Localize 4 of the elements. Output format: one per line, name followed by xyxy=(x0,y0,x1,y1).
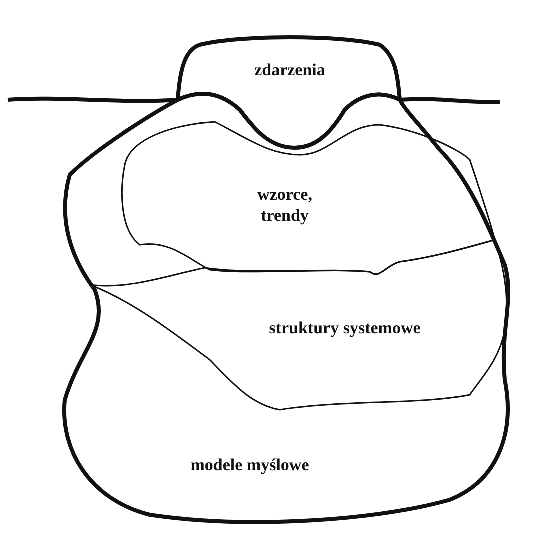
region-label: zdarzenia xyxy=(254,59,326,81)
region-label: modele myślowe xyxy=(190,454,310,476)
region-label: wzorce, trendy xyxy=(256,184,314,226)
region-label: struktury systemowe xyxy=(268,317,422,339)
